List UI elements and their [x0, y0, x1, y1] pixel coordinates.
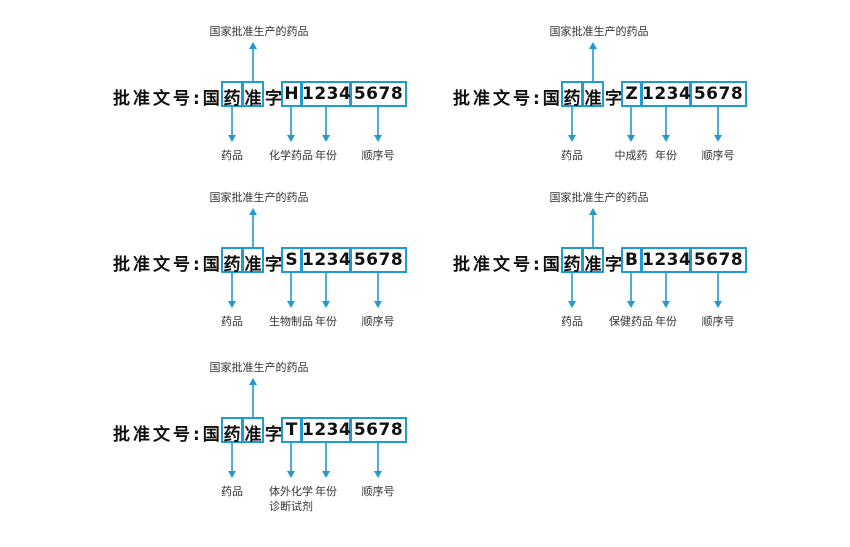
label-category: 生物制品: [269, 315, 313, 328]
sequence-digits: 5678: [693, 84, 744, 104]
arrow-down-drug: [568, 272, 576, 308]
sequence-digits: 5678: [353, 250, 404, 270]
arrow-down-sequence: [374, 272, 382, 308]
mid-char: 字: [265, 425, 285, 445]
diagram-lines: [561, 42, 747, 142]
arrow-down-category: [287, 442, 295, 478]
label-sequence: 顺序号: [701, 149, 735, 162]
sequence-digits: 5678: [353, 420, 404, 440]
year-digits: 1234: [302, 250, 352, 270]
label-drug: 药品: [221, 315, 243, 328]
label-sequence: 顺序号: [361, 149, 395, 162]
code-letter: Z: [625, 84, 638, 104]
label-category: 保健药品: [609, 315, 653, 328]
label-category: 化学药品: [269, 149, 313, 162]
label-sequence: 顺序号: [361, 315, 395, 328]
year-digits: 1234: [302, 420, 352, 440]
arrow-down-sequence: [714, 106, 722, 142]
arrow-up-approval: [249, 378, 257, 418]
prefix-text: 批准文号:国: [453, 89, 563, 109]
arrow-down-sequence: [374, 442, 382, 478]
top-label-approved-drug: 国家批准生产的药品: [209, 25, 309, 38]
diagram-lines: [221, 208, 407, 308]
box-zhun-char: 准: [244, 255, 262, 275]
label-year: 年份: [655, 149, 677, 162]
label-year: 年份: [655, 315, 677, 328]
label-year: 年份: [315, 485, 337, 498]
label-drug: 药品: [221, 485, 243, 498]
label-year: 年份: [315, 149, 337, 162]
mid-char: 字: [265, 255, 285, 275]
arrow-down-year: [322, 272, 330, 308]
arrow-up-approval: [589, 42, 597, 82]
box-zhun-char: 准: [584, 89, 602, 109]
prefix-text: 批准文号:国: [113, 425, 223, 445]
code-letter: S: [285, 250, 298, 270]
sequence-digits: 5678: [693, 250, 744, 270]
arrow-down-drug: [228, 106, 236, 142]
code-letter: H: [284, 84, 299, 104]
arrow-up-approval: [249, 42, 257, 82]
box-yao-char: 药: [223, 255, 241, 275]
code-letter: B: [625, 250, 638, 270]
label-drug: 药品: [221, 149, 243, 162]
mid-char: 字: [265, 89, 285, 109]
label-category: 中成药: [614, 149, 648, 162]
year-digits: 1234: [642, 84, 692, 104]
arrow-down-category: [287, 106, 295, 142]
arrow-down-sequence: [374, 106, 382, 142]
box-yao-char: 药: [563, 255, 581, 275]
label-year: 年份: [315, 315, 337, 328]
arrow-down-year: [322, 442, 330, 478]
code-letter: T: [285, 420, 298, 440]
arrow-up-approval: [249, 208, 257, 248]
box-yao-char: 药: [223, 89, 241, 109]
diagram-lines: [561, 208, 747, 308]
arrow-up-approval: [589, 208, 597, 248]
diagram-lines: [221, 42, 407, 142]
mid-char: 字: [605, 255, 625, 275]
top-label-approved-drug: 国家批准生产的药品: [209, 361, 309, 374]
year-digits: 1234: [302, 84, 352, 104]
diagram-lines: [221, 378, 407, 478]
prefix-text: 批准文号:国: [453, 255, 563, 275]
top-label-approved-drug: 国家批准生产的药品: [549, 25, 649, 38]
label-drug: 药品: [561, 315, 583, 328]
box-yao-char: 药: [223, 425, 241, 445]
label-sequence: 顺序号: [701, 315, 735, 328]
box-zhun-char: 准: [244, 89, 262, 109]
top-label-approved-drug: 国家批准生产的药品: [549, 191, 649, 204]
label-category: 体外化学 诊断试剂: [269, 485, 313, 513]
arrow-down-year: [662, 106, 670, 142]
arrow-down-drug: [228, 272, 236, 308]
label-sequence: 顺序号: [361, 485, 395, 498]
arrow-down-category: [627, 106, 635, 142]
arrow-down-drug: [568, 106, 576, 142]
prefix-text: 批准文号:国: [113, 89, 223, 109]
sequence-digits: 5678: [353, 84, 404, 104]
top-label-approved-drug: 国家批准生产的药品: [209, 191, 309, 204]
arrow-down-year: [662, 272, 670, 308]
box-yao-char: 药: [563, 89, 581, 109]
mid-char: 字: [605, 89, 625, 109]
box-zhun-char: 准: [244, 425, 262, 445]
arrow-down-category: [627, 272, 635, 308]
year-digits: 1234: [642, 250, 692, 270]
label-drug: 药品: [561, 149, 583, 162]
arrow-down-drug: [228, 442, 236, 478]
arrow-down-category: [287, 272, 295, 308]
arrow-down-year: [322, 106, 330, 142]
box-zhun-char: 准: [584, 255, 602, 275]
arrow-down-sequence: [714, 272, 722, 308]
prefix-text: 批准文号:国: [113, 255, 223, 275]
